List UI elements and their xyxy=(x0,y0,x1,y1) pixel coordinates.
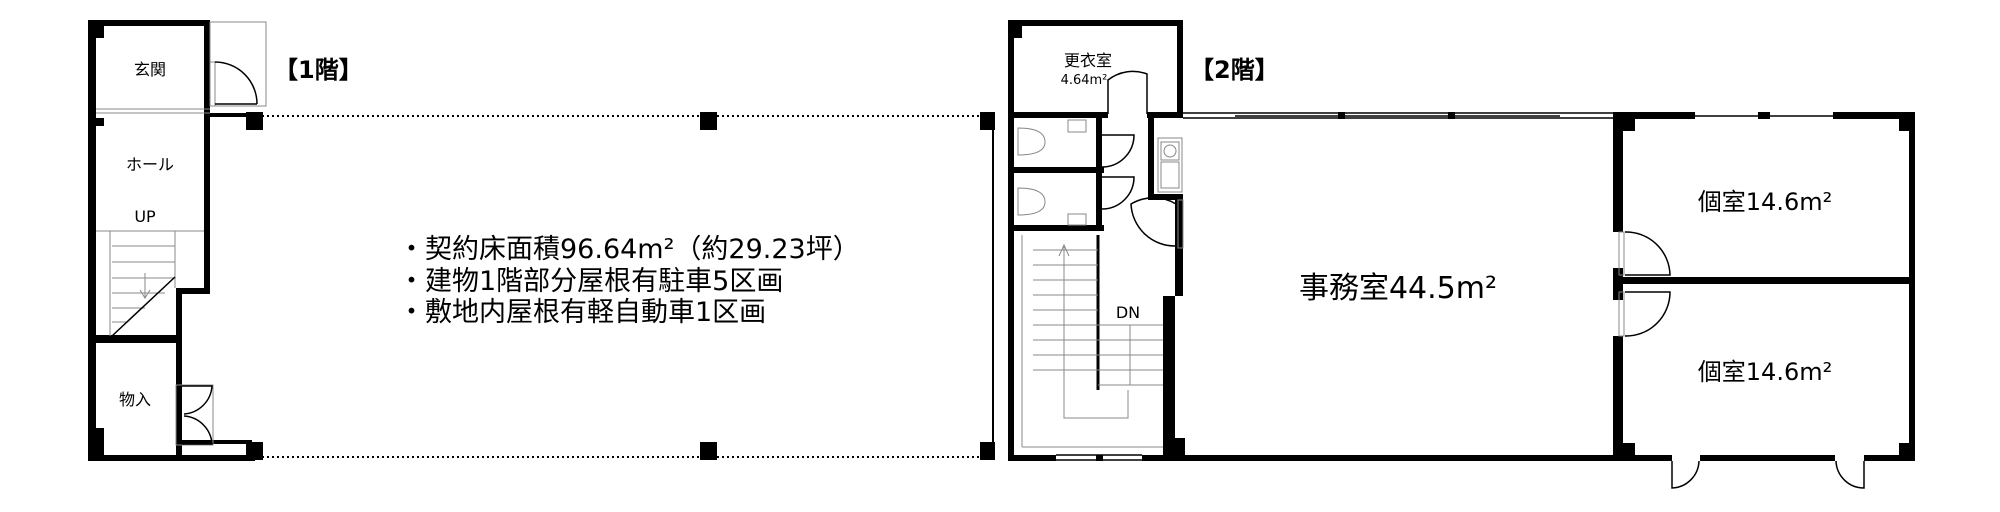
floor2-plan: 【2階】 更衣室 4.64m² DN 事務室44.5m² 個室14.6m² 個室… xyxy=(1008,20,1915,489)
room-office-label: 事務室44.5m² xyxy=(1299,271,1497,306)
room-private2-label: 個室14.6m² xyxy=(1698,358,1832,386)
floor2-stairs xyxy=(1021,235,1163,448)
stairs-down-label: DN xyxy=(1116,303,1140,322)
room-changing-area: 4.64m² xyxy=(1061,73,1108,88)
floor2-title: 【2階】 xyxy=(1190,56,1279,84)
room-entrance-label: 玄関 xyxy=(134,60,166,79)
note-floor-area: ・契約床面積96.64m²（約29.23坪） xyxy=(398,234,860,265)
room-changing-label: 更衣室 xyxy=(1064,51,1112,70)
floor1-title: 【1階】 xyxy=(274,56,363,84)
room-storage-label: 物入 xyxy=(119,390,151,409)
room-hall-label: ホール xyxy=(126,155,174,174)
note-parking-site: ・敷地内屋根有軽自動車1区画 xyxy=(398,297,766,328)
stairs-up-label: UP xyxy=(134,207,156,226)
floor1-stairs xyxy=(96,230,204,337)
note-parking-building: ・建物1階部分屋根有駐車5区画 xyxy=(398,266,783,297)
floor1-plan: 【1階】 玄関 ホール UP 物入 ・契約床面積96.64m²（約29.23坪）… xyxy=(88,20,995,461)
room-private1-label: 個室14.6m² xyxy=(1698,188,1832,216)
